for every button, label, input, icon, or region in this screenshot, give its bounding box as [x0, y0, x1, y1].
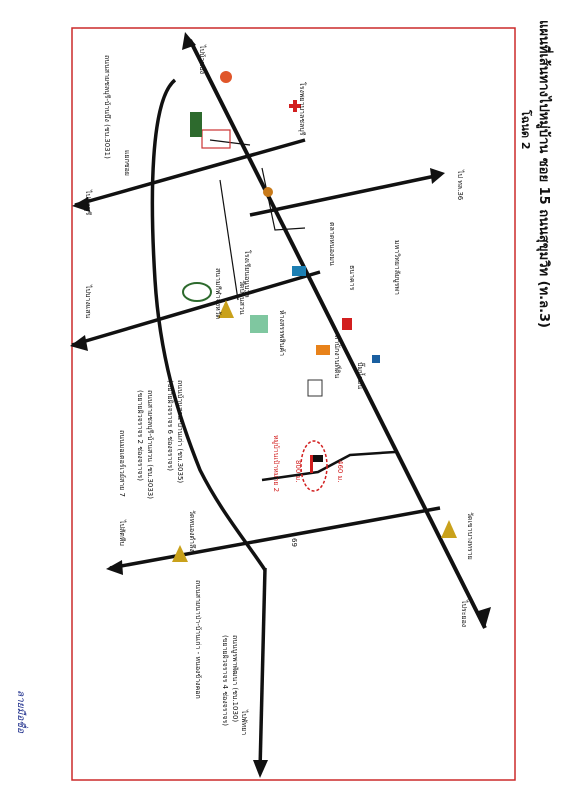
- label-distance2: 460 ม.: [336, 460, 344, 482]
- label-site: หมู่บ้านเป้าหมาย 2: [272, 435, 280, 492]
- label-road-mid3: ถนนสายชลบุรี-บ้านสวน (ชบ.3033): [146, 390, 154, 499]
- label-distance: 800 ม.: [294, 460, 302, 482]
- label-road-low3: (ขยายผิวจราจร 4 ช่องจราจร): [221, 635, 229, 726]
- site-access-road: [261, 450, 396, 482]
- road: [109, 506, 441, 570]
- school-icon: [250, 315, 268, 333]
- label-to-bangsaen: ไปบางแสน: [84, 284, 93, 319]
- label-road-69: 69: [290, 538, 298, 547]
- site-flag-icon: [313, 455, 323, 462]
- road: [71, 270, 321, 347]
- road: [249, 173, 441, 217]
- label-to-36: ไป ทล.36: [456, 169, 465, 201]
- label-to-chonburi: ไปชลบุรี: [84, 189, 93, 215]
- building-icon: [201, 129, 231, 149]
- label-office: สำนักงานที่ดิน: [333, 335, 342, 379]
- label-temple2: วัดเขาบางทราย: [466, 512, 474, 560]
- temple-icon: [441, 520, 457, 538]
- label-road-low2: ถนนบูรพาพัฒนา (ชบ.1030): [231, 635, 239, 722]
- label-stadium: สนามกีฬาจังหวัด: [214, 268, 222, 319]
- label-temple3: วัดหนองตำลึง: [188, 510, 197, 552]
- label-to-pattaya: ไปพัทยา: [240, 709, 249, 735]
- label-school: โรงเรียนอนุบาล: [243, 250, 252, 298]
- shop-icon: [372, 355, 380, 363]
- label-road-left1: ถนนสายชลบุรี-บ้านบึง (ชบ.3031): [103, 55, 112, 159]
- temple-icon: [218, 300, 234, 318]
- map-subtitle: โฉนด 2: [519, 109, 533, 150]
- label-to-top: ไปบ้านบึง: [198, 44, 207, 74]
- label-road-low1: ถนนมอเตอร์เวย์สาย 7: [118, 430, 126, 497]
- label-to-rayong: ไประยอง: [460, 599, 469, 627]
- label-university: มหาวิทยาลัยบูรพา: [393, 240, 401, 295]
- label-station: ปั๊มน้ำมัน: [356, 362, 367, 389]
- road: [74, 138, 306, 207]
- shop-icon: [307, 379, 323, 397]
- shop-icon: [292, 266, 306, 276]
- site-marker-circle: [300, 440, 328, 492]
- arrow-head: [72, 197, 90, 212]
- shop-icon: [342, 318, 352, 330]
- main-highway: [188, 39, 487, 629]
- label-road-mid4: (ขยายผิวจราจร 2 ช่องจราจร): [136, 390, 144, 481]
- label-temple1: วัดบ้านสวน: [238, 280, 246, 315]
- signature: ลายมือชื่อ: [15, 690, 29, 734]
- road: [219, 179, 239, 301]
- road: [258, 567, 267, 771]
- label-road-mid2: (ขยายผิวจราจร 6 ช่องจราจร): [166, 380, 174, 471]
- label-to-sattahip: ไปสัตหีบ: [118, 519, 127, 546]
- arrow-head: [182, 32, 196, 50]
- label-road-bottom: ถนนสายนาป่า-บ้านเก่า - หนองข้างคอก: [194, 580, 202, 699]
- arrow-head: [475, 607, 491, 628]
- logo-icon: [220, 71, 232, 83]
- arrow-head: [106, 560, 123, 575]
- map-title: แผนที่เส้นทางไปหมู่บ้าน ซอย 15 ถนนสุขุมว…: [536, 20, 554, 328]
- arrow-head: [253, 760, 268, 778]
- label-road-mid1: ถนนบ้านสวน-บ้านเก่า (ชบ.3035): [176, 380, 184, 483]
- temple-icon: [172, 545, 188, 562]
- label-hospital: โรงพยาบาลชลบุรี: [298, 82, 307, 136]
- arrow-head: [430, 168, 445, 184]
- logo-icon: [263, 187, 273, 197]
- label-market: ตลาดหนองมน: [328, 222, 336, 266]
- label-bank: ธนาคาร: [348, 265, 356, 291]
- stadium-icon: [182, 282, 212, 302]
- label-mall: ห้างสรรพสินค้า: [278, 310, 286, 356]
- building-icon: [190, 112, 202, 137]
- site-flag-icon: [310, 455, 313, 473]
- label-road-left2: แยกซอย: [123, 150, 131, 176]
- shop-icon: [316, 345, 330, 355]
- map-frame: [71, 27, 516, 781]
- hospital-cross-icon: [293, 100, 297, 112]
- road: [150, 78, 267, 571]
- arrow-head: [70, 335, 88, 351]
- road: [261, 167, 306, 231]
